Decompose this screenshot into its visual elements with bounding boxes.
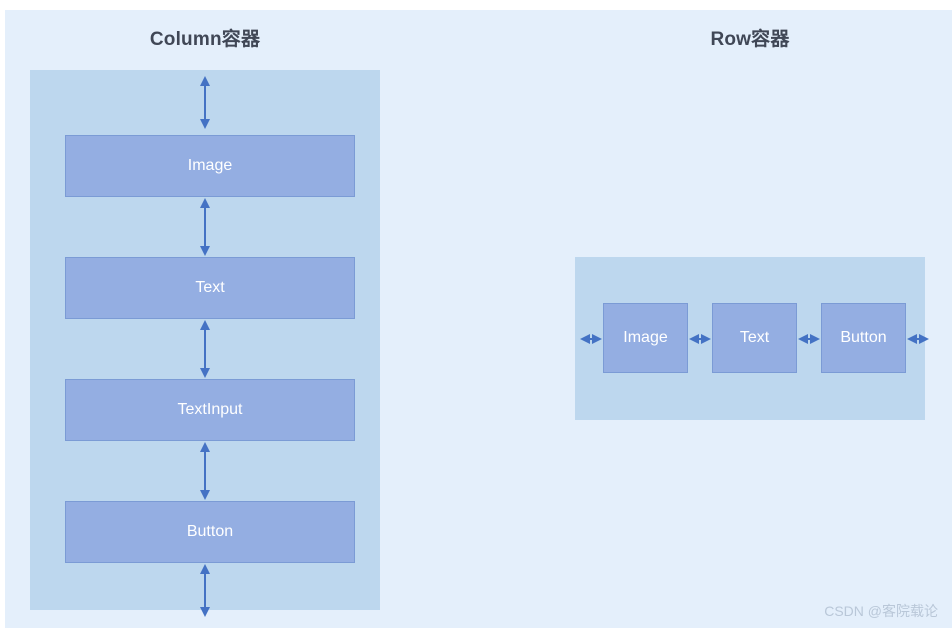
row-widget-image-label: Image (623, 329, 668, 346)
row-widget-text[interactable]: Text (712, 303, 797, 373)
row-arrow-text-button (797, 330, 821, 348)
column-arrow-textinput-button (196, 441, 214, 501)
row-arrow-left (579, 330, 603, 348)
diagram-canvas: Column容器 Image (5, 10, 952, 628)
row-widget-button[interactable]: Button (821, 303, 906, 373)
column-container: Image Text (30, 70, 380, 617)
column-widget-textinput[interactable]: TextInput (65, 379, 355, 441)
column-panel-title: Column容器 (149, 29, 261, 50)
column-panel: Column容器 Image (5, 10, 425, 628)
column-widget-text[interactable]: Text (65, 257, 355, 319)
column-widget-textinput-label: TextInput (177, 401, 243, 418)
column-widget-button[interactable]: Button (65, 501, 355, 563)
row-widget-text-label: Text (739, 329, 770, 346)
row-arrow-right (906, 330, 930, 348)
column-widget-image[interactable]: Image (65, 135, 355, 197)
row-widget-image[interactable]: Image (603, 303, 688, 373)
column-arrow-top (196, 75, 214, 130)
column-widget-image-label: Image (187, 157, 233, 174)
row-panel-title: Row容器 (710, 29, 790, 50)
column-arrow-image-text (196, 197, 214, 257)
row-widget-button-label: Button (840, 329, 887, 346)
column-arrow-bottom (196, 563, 214, 618)
row-arrow-image-text (688, 330, 712, 348)
csdn-watermark: CSDN @客院载论 (824, 603, 938, 619)
column-widget-text-label: Text (195, 279, 225, 296)
row-panel: Row容器 Image (505, 10, 952, 628)
row-container: Image Text (575, 257, 929, 420)
column-widget-button-label: Button (186, 523, 234, 540)
column-arrow-text-textinput (196, 319, 214, 379)
